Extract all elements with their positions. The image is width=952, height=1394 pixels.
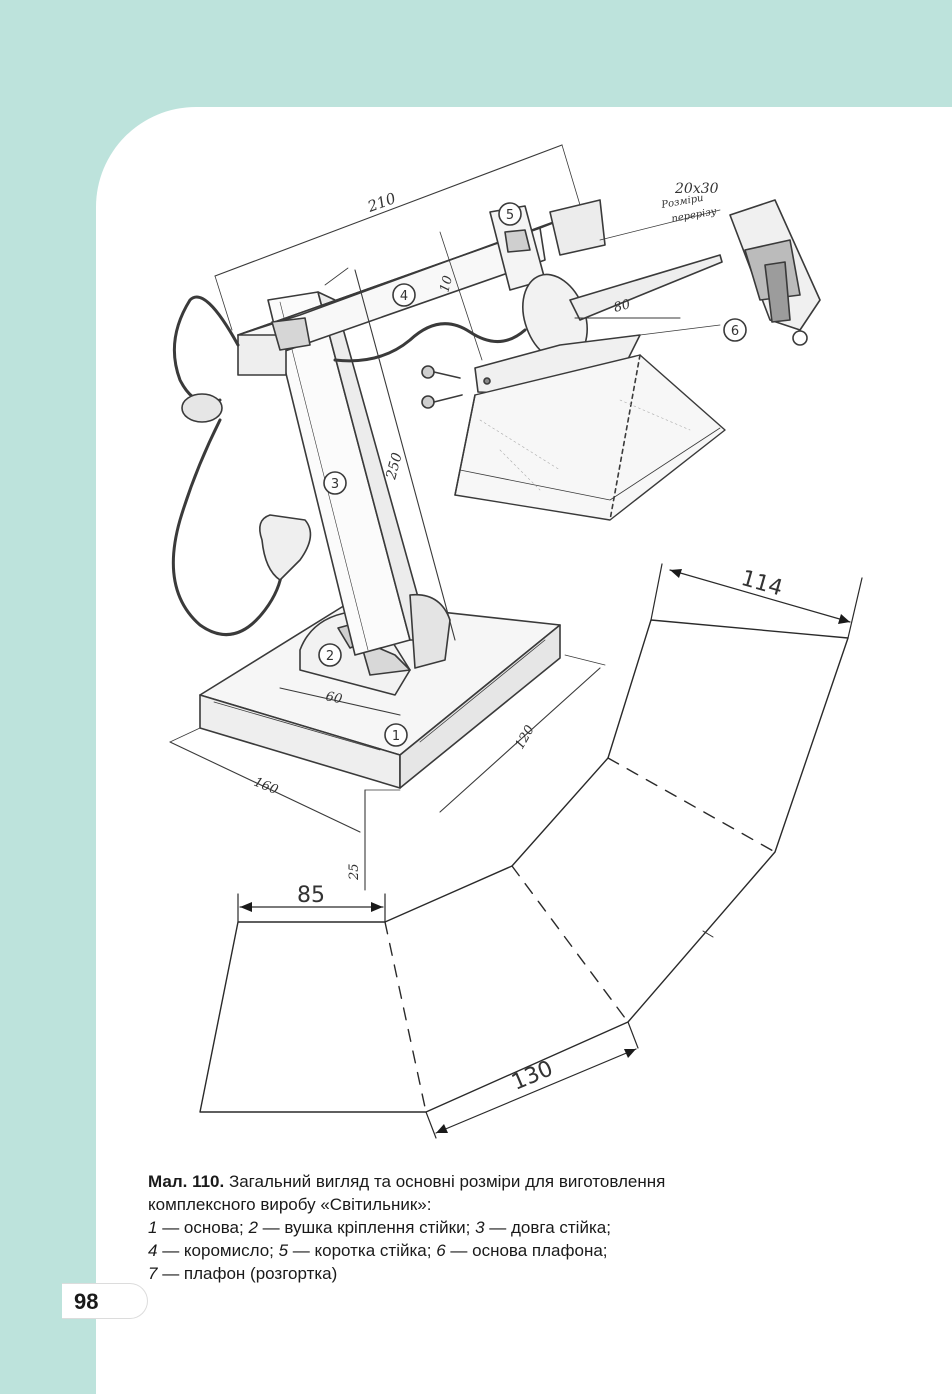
item-2-num: 2	[248, 1218, 258, 1237]
caption-title: Загальний вигляд та основні розміри для …	[224, 1172, 666, 1191]
caption-line-4: 4 — коромисло; 5 — коротка стійка; 6 — о…	[148, 1239, 798, 1262]
dim-60: 60	[324, 689, 343, 707]
section-detail	[729, 199, 821, 346]
part-5-label: 5	[506, 208, 514, 223]
figure-caption: Мал. 110. Загальний вигляд та основні ро…	[148, 1170, 798, 1285]
dim-10: 10	[437, 274, 456, 294]
part-3-label: 3	[331, 477, 339, 492]
drawing-dim-lines	[169, 144, 721, 891]
development-dim-130: 130	[508, 1056, 556, 1095]
part-2-label: 2	[326, 649, 334, 664]
dim-25: 25	[347, 863, 362, 881]
caption-line-1: Мал. 110. Загальний вигляд та основні ро…	[148, 1170, 798, 1193]
dim-80: 80	[612, 297, 632, 316]
dim-160: 160	[252, 775, 281, 798]
item-6-text: — основа плафона;	[445, 1241, 608, 1260]
item-4-text: — коромисло;	[157, 1241, 279, 1260]
item-3-text: — довга стійка;	[484, 1218, 611, 1237]
caption-line-3: 1 — основа; 2 — вушка кріплення стійки; …	[148, 1216, 798, 1239]
part-1-label: 1	[392, 729, 400, 744]
item-5-num: 5	[278, 1241, 289, 1260]
figure-label: Мал. 110.	[148, 1172, 225, 1191]
item-5-text: — коротка стійка;	[288, 1241, 437, 1260]
part-callouts	[318, 202, 747, 747]
development-dim-85: 85	[297, 883, 325, 908]
power-cord	[171, 295, 312, 637]
dim-section-note-2: перерізу	[671, 206, 718, 225]
long-post	[267, 291, 451, 669]
part-4-label: 4	[400, 289, 408, 304]
development-dim-114: 114	[738, 566, 785, 602]
dim-210: 210	[364, 189, 398, 216]
item-1-num: 1	[148, 1218, 158, 1237]
item-2-text: — вушка кріплення стійки;	[257, 1218, 476, 1237]
development-dims	[237, 563, 863, 1139]
dim-250: 250	[383, 451, 406, 482]
dim-20x30: 20x30	[674, 181, 719, 197]
caption-line-5: 7 — плафон (розгортка)	[148, 1262, 798, 1285]
rocker-arm	[237, 199, 606, 376]
item-4-num: 4	[148, 1241, 158, 1260]
lamp-figure: 210 20x30 Розміри перерізу 10 80 250 60 …	[169, 144, 863, 1139]
lamp-shade	[454, 354, 726, 521]
arrowheads	[240, 569, 850, 1133]
item-3-num: 3	[475, 1218, 485, 1237]
screws	[421, 365, 463, 409]
item-1-text: — основа;	[157, 1218, 249, 1237]
item-7-text: — плафон (розгортка)	[157, 1264, 338, 1283]
caption-line-2: комплексного виробу «Світильник»:	[148, 1195, 432, 1214]
item-7-num: 7	[148, 1264, 158, 1283]
page-number: 98	[62, 1283, 148, 1319]
part-6-label: 6	[731, 324, 739, 339]
item-6-num: 6	[436, 1241, 446, 1260]
